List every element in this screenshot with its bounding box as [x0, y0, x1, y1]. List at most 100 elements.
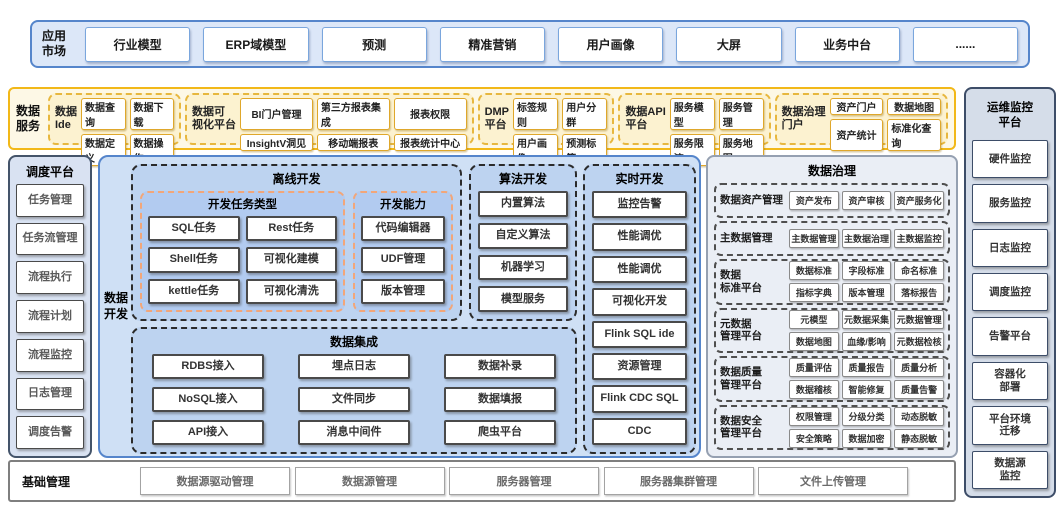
dev-capabilities-group: 开发能力 代码编辑器 UDF管理 版本管理: [353, 191, 453, 312]
base-management-items: 数据源驱动管理 数据源管理 服务器管理 服务器集群管理 文件上传管理: [140, 467, 942, 495]
integration-item: API接入: [152, 420, 264, 445]
gov-item: 落标报告: [894, 283, 944, 303]
task-type-item: Rest任务: [245, 216, 337, 242]
ops-item: 数据源 监控: [972, 450, 1048, 489]
realtime-item: CDC: [592, 417, 687, 445]
data-governance-title: 数据治理: [807, 164, 856, 178]
gov-group-items: 数据标准 字段标准 命名标准 指标字典 版本管理 落标报告: [789, 261, 944, 303]
data-integration-title: 数据集成: [329, 335, 378, 349]
gov-item: 字段标准: [841, 261, 892, 281]
task-type-item: SQL任务: [148, 216, 240, 242]
scheduling-item: 流程执行: [16, 261, 84, 295]
base-item: 文件上传管理: [758, 467, 908, 495]
algorithm-item: 自定义算法: [478, 222, 568, 249]
service-item: 第三方报表集成: [316, 97, 390, 130]
app-market-item: 大屏: [676, 26, 782, 62]
service-item: InsightV洞见: [240, 133, 313, 151]
gov-item: 元数据检核: [894, 331, 944, 351]
integration-item: 数据填报: [444, 387, 556, 412]
gov-item: 主数据管理: [789, 229, 839, 248]
realtime-item: 资源管理: [592, 352, 687, 381]
gov-group-items: 权限管理 分级分类 动态脱敏 安全策略 数据加密 静态脱敏: [789, 406, 944, 448]
gov-group-label: 数据资产管理: [720, 194, 783, 207]
scheduling-item: 流程监控: [16, 338, 84, 372]
scheduling-item: 流程计划: [16, 300, 84, 333]
algorithm-item: 内置算法: [478, 191, 568, 217]
gov-item: 资产服务化: [894, 191, 944, 210]
scheduling-item: 任务流管理: [16, 222, 84, 256]
app-market-label: 应用 市场: [42, 29, 67, 58]
gov-item: 主数据治理: [841, 229, 892, 248]
data-services-label: 数据 服务: [16, 104, 41, 133]
service-item: 报表统计中心: [393, 133, 467, 151]
gov-group-data-security: 数据安全 管理平台 权限管理 分级分类 动态脱敏 安全策略 数据加密 静态脱敏: [714, 404, 950, 450]
gov-item: 资产发布: [789, 191, 839, 210]
algorithm-item: 机器学习: [478, 254, 568, 281]
realtime-item: 性能调优: [592, 223, 687, 251]
gov-item: 质量告警: [894, 380, 944, 400]
group-items: 服务模型 服务管理 服务限流 服务地图: [669, 97, 764, 166]
gov-group-label: 数据安全 管理平台: [720, 414, 762, 440]
realtime-item: 监控告警: [592, 191, 687, 219]
base-item: 数据源管理: [294, 467, 445, 495]
gov-item: 元数据采集: [841, 309, 892, 329]
gov-item: 命名标准: [894, 261, 944, 281]
integration-item: 埋点日志: [298, 354, 410, 379]
gov-group-items: 质量评估 质量报告 质量分析 数据稽核 智能修复 质量告警: [789, 358, 944, 400]
gov-group-metadata: 元数据 管理平台 元模型 元数据采集 元数据管理 数据地图 血缘/影响 元数据检…: [714, 307, 950, 353]
gov-item: 数据地图: [789, 331, 839, 351]
app-market-band: 应用 市场 行业模型 ERP域模型 预测 精准营销 用户画像 大屏 业务中台 .…: [30, 20, 1030, 68]
gov-item: 质量分析: [894, 358, 944, 378]
scheduling-item: 调度告警: [16, 416, 84, 450]
gov-group-label: 数据质量 管理平台: [720, 366, 762, 391]
data-dev-panel: 数据 开发 离线开发 开发任务类型 SQL任务 Rest任务 Shell任务 可…: [98, 155, 701, 458]
gov-group-data-standard: 数据 标准平台 数据标准 字段标准 命名标准 指标字典 版本管理 落标报告: [714, 259, 950, 305]
gov-group-items: 资产发布 资产审核 资产服务化: [789, 191, 944, 210]
gov-group-label: 元数据 管理平台: [720, 317, 762, 343]
realtime-item: 可视化开发: [592, 288, 687, 316]
gov-item: 元模型: [789, 309, 839, 329]
group-label: 数据 Ide: [55, 105, 77, 131]
service-item: 数据地图: [887, 97, 941, 115]
task-type-item: kettle任务: [148, 278, 240, 304]
data-services-group-api: 数据API 平台 服务模型 服务管理 服务限流 服务地图: [618, 92, 771, 166]
app-market-item: 用户画像: [558, 26, 664, 62]
gov-item: 元数据管理: [894, 309, 944, 329]
scheduling-title: 调度平台: [25, 165, 74, 179]
integration-item: 数据补录: [444, 354, 556, 379]
gov-group-master-data: 主数据管理 主数据管理 主数据治理 主数据监控: [714, 221, 950, 256]
gov-group-label: 主数据管理: [720, 232, 773, 245]
ops-item: 容器化 部署: [972, 361, 1048, 401]
gov-item: 质量报告: [841, 358, 892, 378]
ops-monitoring-items: 硬件监控 服务监控 日志监控 调度监控 告警平台 容器化 部署 平台环境 迁移 …: [972, 139, 1048, 489]
service-item: 资产统计: [829, 118, 884, 151]
gov-item: 静态脱敏: [894, 428, 944, 448]
group-label: 数据API 平台: [625, 105, 666, 131]
app-market-item: ERP域模型: [203, 26, 309, 62]
task-types-title: 开发任务类型: [208, 199, 277, 211]
ops-monitoring-title: 运维监控 平台: [987, 102, 1033, 129]
gov-item: 动态脱敏: [894, 406, 944, 426]
capability-item: 代码编辑器: [361, 216, 445, 242]
service-item: 标准化查询: [887, 118, 941, 151]
realtime-dev-items: 监控告警 性能调优 性能调优 可视化开发 Flink SQL ide 资源管理 …: [592, 191, 687, 445]
ops-item: 告警平台: [972, 317, 1048, 356]
offline-dev-section: 离线开发 开发任务类型 SQL任务 Rest任务 Shell任务 可视化建模 k…: [131, 164, 462, 321]
scheduling-items: 任务管理 任务流管理 流程执行 流程计划 流程监控 日志管理 调度告警: [16, 184, 84, 450]
base-item: 数据源驱动管理: [140, 467, 290, 495]
service-item: 资产门户: [829, 97, 884, 115]
task-types-items: SQL任务 Rest任务 Shell任务 可视化建模 kettle任务 可视化清…: [148, 216, 337, 304]
gov-group-items: 元模型 元数据采集 元数据管理 数据地图 血缘/影响 元数据检核: [789, 309, 944, 351]
scheduling-item: 日志管理: [16, 377, 84, 411]
algorithm-dev-items: 内置算法 自定义算法 机器学习 模型服务: [478, 191, 568, 312]
integration-item: RDBS接入: [152, 354, 264, 379]
realtime-item: Flink SQL ide: [592, 320, 687, 348]
gov-item: 血缘/影响: [841, 331, 892, 351]
integration-item: 爬虫平台: [444, 420, 556, 445]
dev-capabilities-items: 代码编辑器 UDF管理 版本管理: [361, 216, 445, 304]
capability-item: 版本管理: [361, 278, 445, 304]
realtime-item: 性能调优: [592, 255, 687, 284]
algorithm-dev-title: 算法开发: [498, 172, 547, 186]
group-items: 资产门户 数据地图 资产统计 标准化查询: [829, 97, 941, 151]
